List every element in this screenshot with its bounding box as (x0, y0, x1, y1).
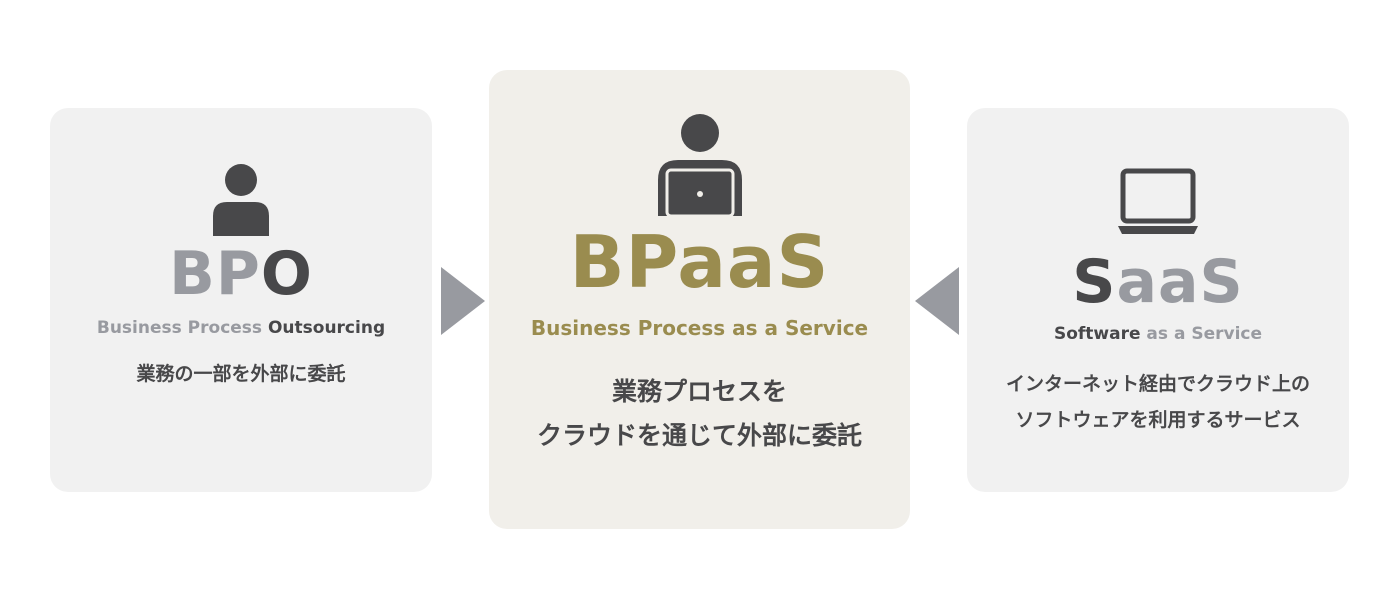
bpo-acronym-part1: BP (169, 239, 261, 309)
bpo-acronym: BPO (169, 244, 313, 304)
bpaas-description-line-2: クラウドを通じて外部に委託 (536, 420, 862, 450)
bpo-acronym-part2: O (260, 239, 313, 309)
saas-fullname-part1: Software (1053, 324, 1141, 344)
saas-description: インターネット経由でクラウド上の ソフトウェアを利用するサービス (1006, 366, 1310, 438)
person-icon (213, 164, 269, 236)
bpo-fullname-part2: Outsourcing (267, 318, 386, 338)
bpaas-acronym: BPaaS (569, 220, 830, 304)
bpaas-description: 業務プロセスを クラウドを通じて外部に委託 (537, 370, 862, 458)
saas-description-line-2: ソフトウェアを利用するサービス (1015, 409, 1301, 432)
arrow-left-icon (915, 267, 959, 335)
saas-acronym-part1: S (1072, 247, 1117, 317)
saas-acronym: SaaS (1072, 252, 1243, 312)
bpaas-description-line-1: 業務プロセスを (611, 377, 787, 406)
laptop-icon (1118, 168, 1198, 234)
saas-card: SaaS Software as a Service インターネット経由でクラウ… (967, 108, 1349, 492)
person-laptop-icon (657, 114, 742, 216)
bpo-fullname-part1: Business Process (96, 318, 268, 338)
bpo-description: 業務の一部を外部に委託 (136, 363, 346, 385)
bpo-card: BPO Business Process Outsourcing 業務の一部を外… (50, 108, 432, 492)
saas-description-line-1: インターネット経由でクラウド上の (1005, 373, 1310, 395)
saas-fullname: Software as a Service (1054, 324, 1262, 344)
arrow-right-icon (441, 267, 485, 335)
saas-acronym-part2: aaS (1116, 247, 1244, 317)
bpo-fullname: Business Process Outsourcing (97, 318, 385, 338)
bpaas-card: BPaaS Business Process as a Service 業務プロ… (489, 70, 910, 529)
saas-fullname-part2: as a Service (1140, 324, 1263, 344)
bpaas-fullname: Business Process as a Service (530, 316, 869, 340)
